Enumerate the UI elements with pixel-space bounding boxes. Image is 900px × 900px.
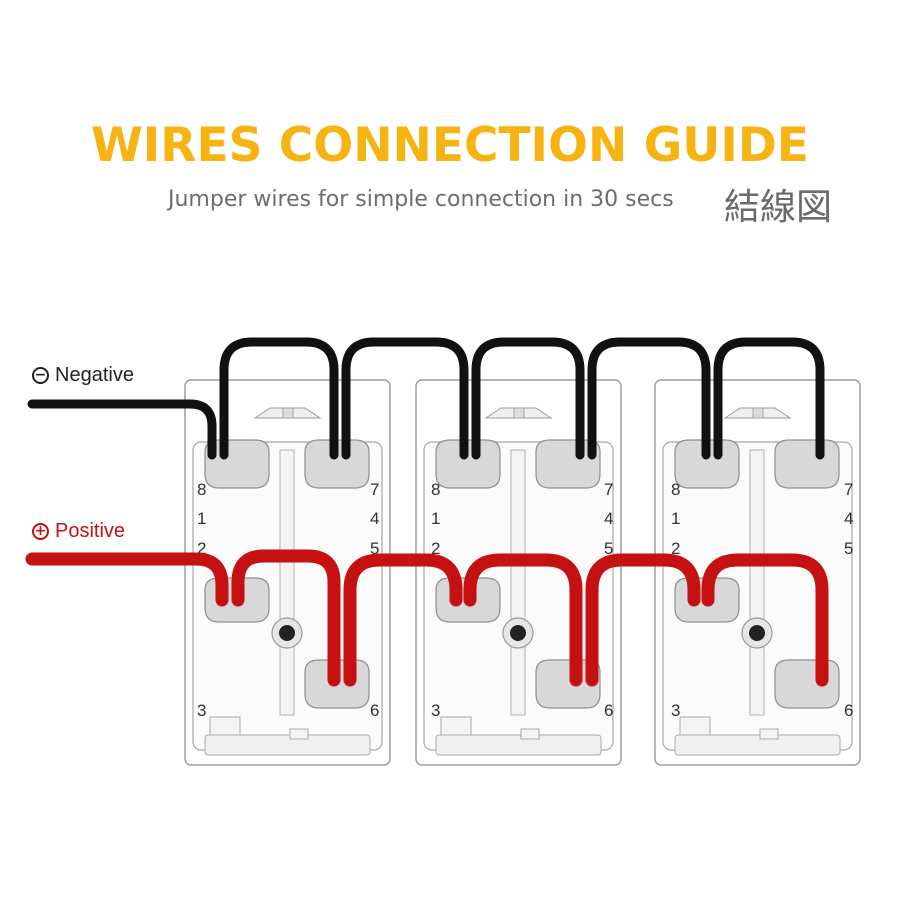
switch-3-pin-labels: 8 7 1 4 2 5 3 6	[671, 480, 853, 720]
positive-wires	[25, 549, 829, 687]
plus-icon: +	[32, 523, 49, 540]
pin-label: 8	[197, 480, 206, 499]
pin-label: 2	[197, 539, 206, 558]
pin-label: 7	[604, 480, 613, 499]
pin-label: 5	[844, 539, 853, 558]
pin-label: 1	[671, 509, 680, 528]
negative-wires	[27, 337, 825, 460]
pin-label: 7	[844, 480, 853, 499]
pin-label: 4	[844, 509, 853, 528]
pin-label: 6	[370, 701, 379, 720]
pin-label: 2	[431, 539, 440, 558]
positive-legend: + Positive	[32, 520, 125, 543]
guide-title: WIRES CONNECTION GUIDE	[90, 118, 810, 173]
guide-subtitle: Jumper wires for simple connection in 30…	[168, 187, 674, 212]
switch-1-pin-labels: 8 7 1 4 2 5 3 6	[197, 480, 379, 720]
pin-label: 1	[431, 509, 440, 528]
switch-2-pin-labels: 8 7 1 4 2 5 3 6	[431, 480, 613, 720]
pin-label: 3	[671, 701, 680, 720]
pin-label: 6	[604, 701, 613, 720]
pin-label: 3	[197, 701, 206, 720]
pin-label: 6	[844, 701, 853, 720]
minus-icon: −	[32, 367, 49, 384]
negative-label: Negative	[55, 364, 134, 386]
positive-label: Positive	[55, 520, 126, 542]
pin-label: 3	[431, 701, 440, 720]
pin-label: 1	[197, 509, 206, 528]
pin-label: 7	[370, 480, 379, 499]
pin-label: 5	[370, 539, 379, 558]
japanese-label: 結線図	[724, 187, 833, 228]
pin-label: 4	[604, 509, 613, 528]
pin-label: 2	[671, 539, 680, 558]
pin-label: 8	[431, 480, 440, 499]
pin-label: 5	[604, 539, 613, 558]
pin-label: 4	[370, 509, 379, 528]
negative-legend: − Negative	[32, 364, 134, 387]
pin-label: 8	[671, 480, 680, 499]
